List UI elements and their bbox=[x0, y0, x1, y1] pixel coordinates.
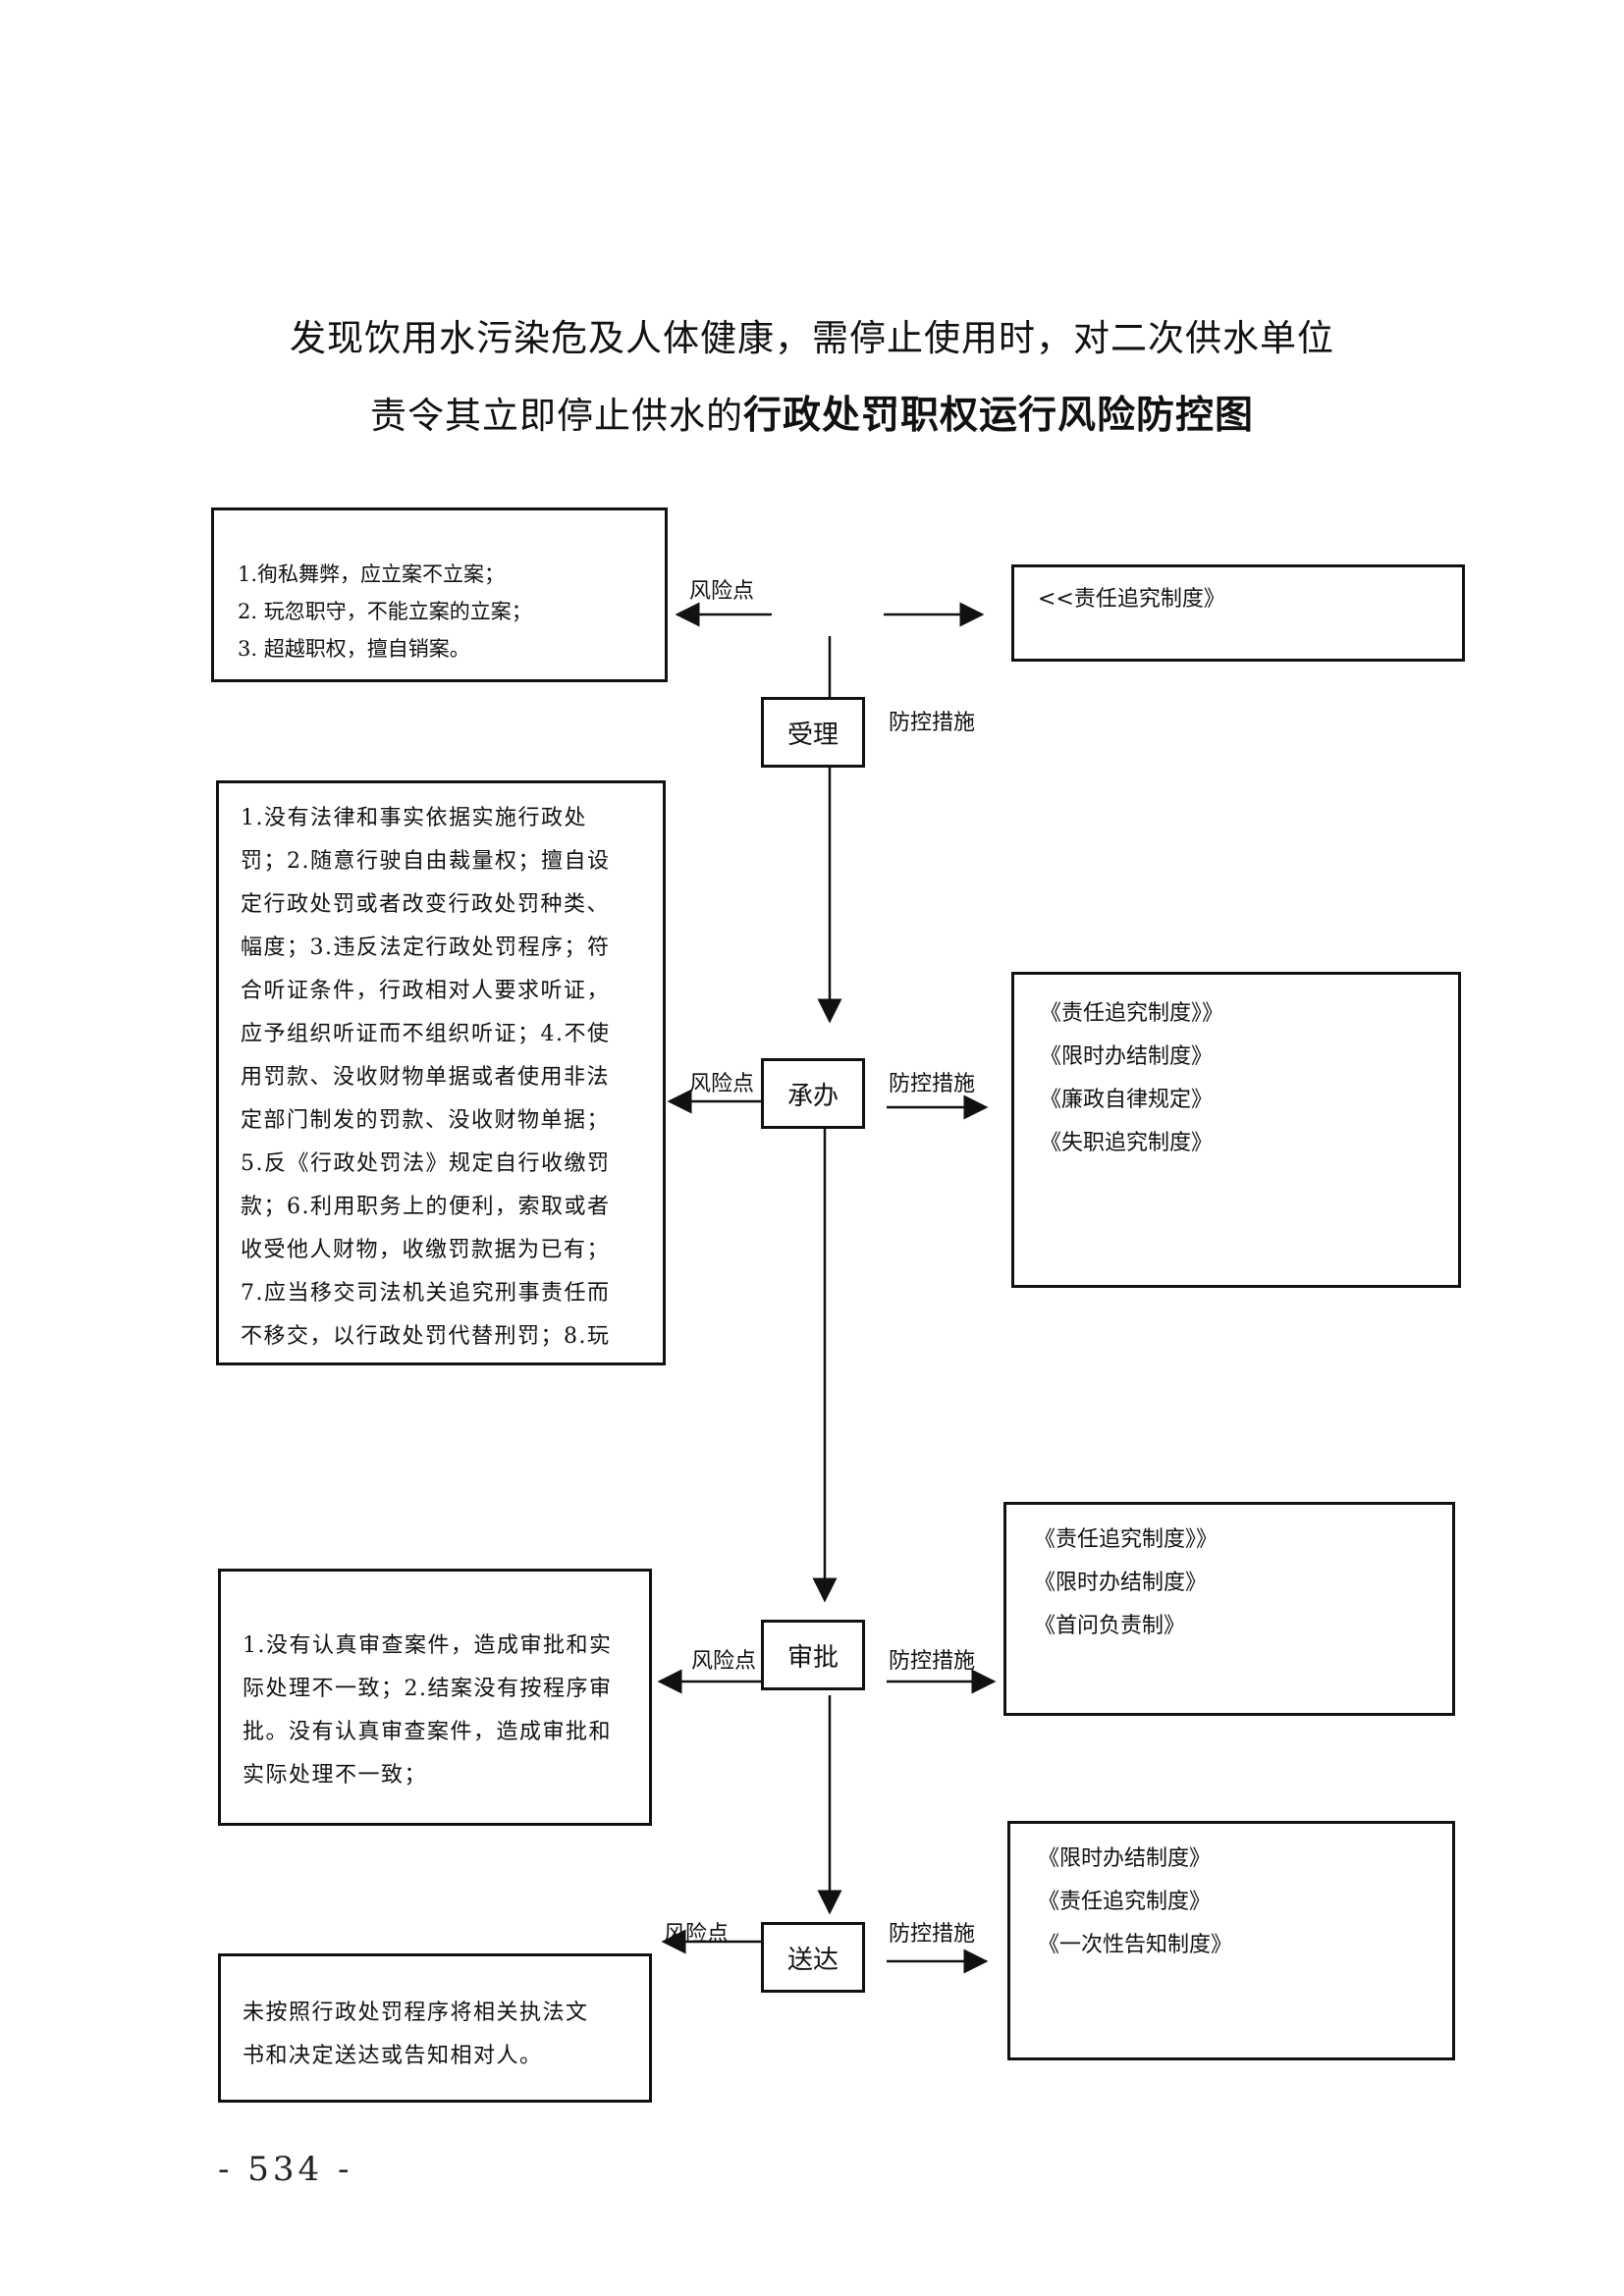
title-line1-text: 发现饮用水污染危及人体健康，需停止使用时，对二次供水单位 bbox=[290, 317, 1334, 359]
measure-line: 《责任追究制度》 bbox=[1038, 1890, 1212, 1914]
diagram-title-line2: 责令其立即停止供水的行政处罚职权运行风险防控图 bbox=[0, 385, 1624, 440]
risk-line: 合听证条件，行政相对人要求听证， bbox=[241, 979, 611, 1003]
risk-line: 幅度；3.违反法定行政处罚程序；符 bbox=[241, 935, 611, 960]
measure-box-handle: 《责任追究制度》》 《限时办结制度》 《廉政自律规定》 《失职追究制度》 bbox=[1011, 972, 1461, 1288]
risk-point-label: 风险点 bbox=[689, 1072, 755, 1096]
measure-line: 《限时办结制度》 bbox=[1034, 1571, 1208, 1595]
measure-line: 《一次性告知制度》 bbox=[1038, 1933, 1233, 1957]
risk-box-handle: 1.没有法律和事实依据实施行政处 罚；2.随意行驶自由裁量权；擅自设 定行政处罚… bbox=[216, 780, 666, 1365]
control-measures-label: 防控措施 bbox=[889, 711, 976, 735]
node-deliver: 送达 bbox=[761, 1922, 865, 1993]
risk-line: 收受他人财物，收缴罚款据为已有； bbox=[241, 1238, 611, 1262]
risk-line: 书和决定送达或告知相对人。 bbox=[243, 2044, 543, 2068]
risk-line: 5.反《行政处罚法》规定自行收缴罚 bbox=[241, 1151, 611, 1176]
risk-line: 不移交，以行政处罚代替刑罚；8.玩 bbox=[241, 1324, 611, 1349]
risk-line: 1.没有认真审查案件，造成审批和实 bbox=[243, 1633, 613, 1658]
control-measures-label: 防控措施 bbox=[889, 1649, 976, 1674]
risk-line: 1.徇私舞弊，应立案不立案； bbox=[238, 562, 506, 586]
risk-line: 2. 玩忽职守，不能立案的立案； bbox=[238, 600, 532, 623]
risk-point-label: 风险点 bbox=[691, 1649, 757, 1674]
measure-line: 《限时办结制度》 bbox=[1038, 1846, 1212, 1871]
node-approve: 审批 bbox=[761, 1620, 865, 1690]
risk-point-label: 风险点 bbox=[664, 1922, 730, 1947]
measure-box-approve: 《责任追究制度》》 《限时办结制度》 《首问负责制》 bbox=[1003, 1502, 1455, 1716]
node-accept: 受理 bbox=[761, 697, 865, 768]
risk-line: 际处理不一致；2.结案没有按程序审 bbox=[243, 1677, 613, 1701]
risk-line: 1.没有法律和事实依据实施行政处 bbox=[241, 806, 587, 830]
risk-box-approve: 1.没有认真审查案件，造成审批和实 际处理不一致；2.结案没有按程序审 批。没有… bbox=[218, 1569, 652, 1826]
measure-line: 《限时办结制度》 bbox=[1040, 1044, 1214, 1069]
measure-box-deliver: 《限时办结制度》 《责任追究制度》 《一次性告知制度》 bbox=[1007, 1821, 1455, 2060]
risk-line: 实际处理不一致； bbox=[243, 1763, 428, 1788]
node-handle: 承办 bbox=[761, 1058, 865, 1129]
measure-line: 《失职追究制度》 bbox=[1040, 1131, 1214, 1155]
risk-line: 3. 超越职权，擅自销案。 bbox=[238, 637, 470, 661]
measure-line: 《责任追究制度》》 bbox=[1034, 1527, 1218, 1552]
risk-box-accept: 1.徇私舞弊，应立案不立案； 2. 玩忽职守，不能立案的立案； 3. 超越职权，… bbox=[211, 507, 668, 682]
measure-box-accept: <<责任追究制度》 bbox=[1011, 564, 1465, 662]
measure-line: 《首问负责制》 bbox=[1034, 1614, 1186, 1638]
risk-line: 定部门制发的罚款、没收财物单据； bbox=[241, 1108, 611, 1133]
diagram-title-line1: 发现饮用水污染危及人体健康，需停止使用时，对二次供水单位 bbox=[0, 308, 1624, 361]
risk-box-deliver: 未按照行政处罚程序将相关执法文 书和决定送达或告知相对人。 bbox=[218, 1953, 652, 2103]
risk-line: 应予组织听证而不组织听证；4.不使 bbox=[241, 1022, 611, 1046]
risk-line: 批。没有认真审查案件，造成审批和 bbox=[243, 1720, 613, 1744]
title-line2-bold: 行政处罚职权运行风险防控图 bbox=[742, 393, 1254, 438]
control-measures-label: 防控措施 bbox=[889, 1072, 976, 1096]
risk-line: 定行政处罚或者改变行政处罚种类、 bbox=[241, 892, 611, 917]
risk-line: 用罚款、没收财物单据或者使用非法 bbox=[241, 1065, 611, 1090]
title-line2-prefix: 责令其立即停止供水的 bbox=[369, 395, 743, 437]
risk-line: 罚；2.随意行驶自由裁量权；擅自设 bbox=[241, 849, 611, 874]
measure-line: 《责任追究制度》》 bbox=[1040, 1001, 1224, 1026]
risk-point-label: 风险点 bbox=[689, 579, 755, 604]
risk-line: 未按照行政处罚程序将相关执法文 bbox=[243, 2001, 589, 2025]
measure-line: <<责任追究制度》 bbox=[1038, 587, 1225, 612]
risk-line: 款；6.利用职务上的便利，索取或者 bbox=[241, 1195, 611, 1219]
risk-line: 7.应当移交司法机关追究刑事责任而 bbox=[241, 1281, 611, 1306]
control-measures-label: 防控措施 bbox=[889, 1922, 976, 1947]
page-number: - 534 - bbox=[218, 2150, 353, 2189]
measure-line: 《廉政自律规定》 bbox=[1040, 1088, 1214, 1112]
